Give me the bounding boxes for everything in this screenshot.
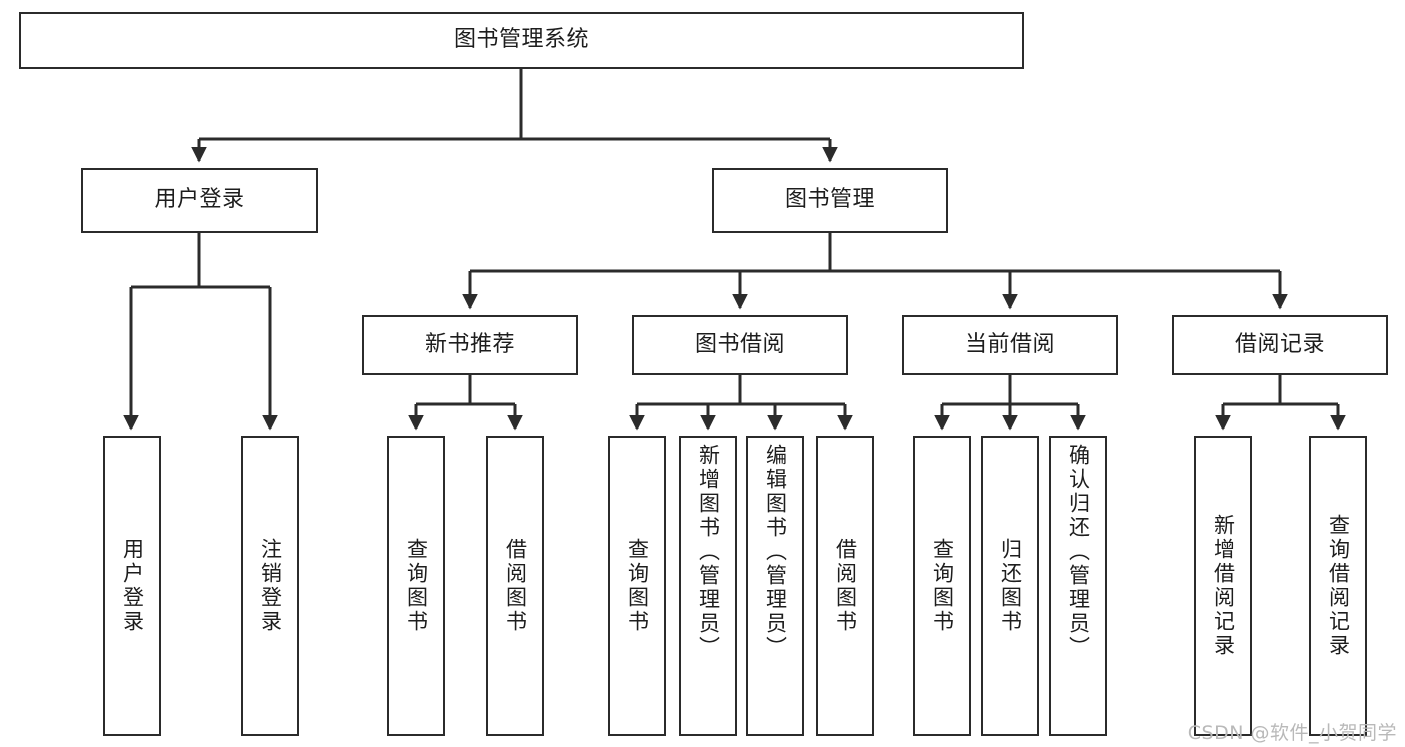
leaf-book-borrow-query-books[interactable]: 查询图书 [608,436,666,736]
leaf-new-book-query-books[interactable]: 查询图书 [387,436,445,736]
node-label: 图书管理系统 [453,27,589,53]
leaf-book-borrow-add-book-admin[interactable]: 新增图书（管理员） [679,436,737,736]
leaf-current-borrow-query-books[interactable]: 查询图书 [913,436,971,736]
leaf-user-login-login[interactable]: 用户登录 [103,436,161,736]
csdn-watermark: CSDN @软件_小贺同学 [1187,722,1397,744]
leaf-user-login-logout[interactable]: 注销登录 [241,436,299,736]
node-root-book-management-system[interactable]: 图书管理系统 [19,12,1024,69]
node-label: 新增借阅记录 [1211,514,1236,658]
node-label: 查询图书 [930,538,955,634]
node-label: 查询借阅记录 [1326,514,1351,658]
node-label: 用户登录 [154,187,245,213]
leaf-book-borrow-borrow-books[interactable]: 借阅图书 [816,436,874,736]
leaf-borrow-record-query-record[interactable]: 查询借阅记录 [1309,436,1367,736]
node-label: 借阅图书 [503,538,528,634]
node-label: 查询图书 [625,538,650,634]
node-label: 新书推荐 [424,331,515,357]
node-label: 归还图书 [998,538,1023,634]
node-book-borrow[interactable]: 图书借阅 [632,315,848,375]
leaf-book-borrow-edit-book-admin[interactable]: 编辑图书（管理员） [746,436,804,736]
node-label: 图书管理 [784,187,875,213]
leaf-current-borrow-confirm-return-admin[interactable]: 确认归还（管理员） [1049,436,1107,736]
leaf-current-borrow-return-books[interactable]: 归还图书 [981,436,1039,736]
leaf-borrow-record-add-record[interactable]: 新增借阅记录 [1194,436,1252,736]
node-label: 确认归还（管理员） [1066,444,1091,660]
node-current-borrow[interactable]: 当前借阅 [902,315,1118,375]
node-label: 借阅图书 [833,538,858,634]
node-label: 注销登录 [258,538,283,634]
node-label: 借阅记录 [1234,331,1325,357]
leaf-new-book-borrow-books[interactable]: 借阅图书 [486,436,544,736]
node-user-login[interactable]: 用户登录 [81,168,318,233]
node-label: 图书借阅 [694,331,785,357]
node-label: 新增图书（管理员） [696,444,721,660]
node-book-management[interactable]: 图书管理 [712,168,948,233]
node-label: 查询图书 [404,538,429,634]
node-label: 当前借阅 [964,331,1055,357]
node-new-book-recommend[interactable]: 新书推荐 [362,315,578,375]
node-label: 用户登录 [120,538,145,634]
node-label: 编辑图书（管理员） [763,444,788,660]
node-borrow-record[interactable]: 借阅记录 [1172,315,1388,375]
